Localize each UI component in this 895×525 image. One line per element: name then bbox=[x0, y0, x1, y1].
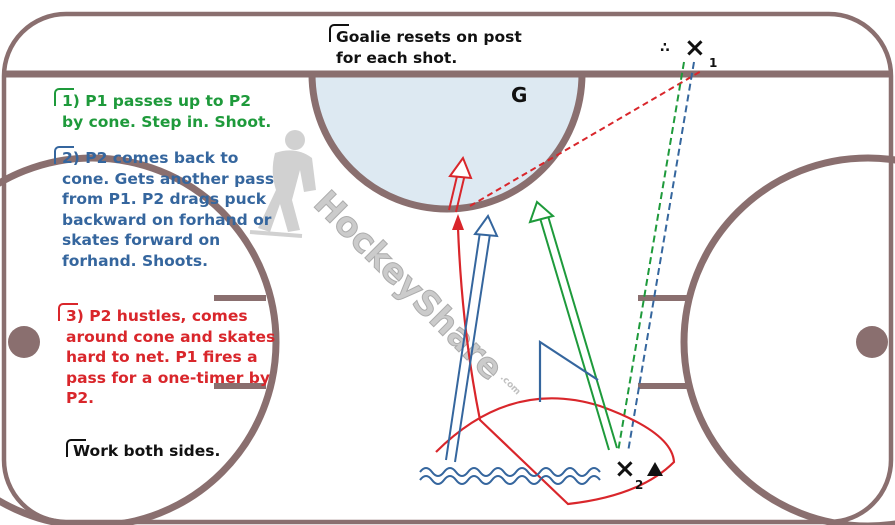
skating-path-red bbox=[435, 227, 676, 506]
note-bracket bbox=[54, 146, 74, 164]
puck-drag-line bbox=[419, 467, 601, 477]
step3-line: hard to net. P1 fires a bbox=[66, 348, 258, 366]
skating-path-blue bbox=[538, 339, 599, 402]
player1-marker: × bbox=[684, 33, 706, 63]
player1-label: 1 bbox=[709, 56, 717, 70]
step3-line: pass for a one-timer by bbox=[66, 368, 270, 387]
goalie-note-line: Goalie resets on post bbox=[336, 28, 522, 46]
left-faceoff-circle bbox=[0, 154, 280, 525]
rink-boards bbox=[1, 11, 894, 525]
step2-line: forhand. Shoots. bbox=[62, 251, 208, 270]
shot-arrow-green bbox=[528, 200, 618, 451]
puck-pile-icon: ∴ bbox=[660, 40, 670, 56]
step3-line: 3) P2 hustles, comes bbox=[66, 307, 248, 325]
step2-line: backward on forhand or bbox=[62, 210, 272, 229]
note-bracket bbox=[329, 24, 349, 42]
skater-silhouette-icon bbox=[249, 130, 316, 238]
note-bracket bbox=[54, 88, 74, 106]
goalie-note-line: for each shot. bbox=[336, 48, 458, 67]
step3-line: around cone and skates bbox=[66, 327, 276, 346]
cone-icon bbox=[647, 462, 663, 476]
step2-line: cone. Gets another pass bbox=[62, 169, 275, 188]
shot-arrow-red bbox=[448, 155, 473, 213]
note-bracket bbox=[58, 303, 78, 321]
goalie-label: G bbox=[511, 83, 527, 107]
goalie-note: Goalie resets on post for each shot. bbox=[336, 27, 522, 68]
player2-marker: × bbox=[614, 454, 636, 484]
step1-line: 1) P1 passes up to P2 bbox=[62, 92, 252, 110]
step1-note: 1) P1 passes up to P2 by cone. Step in. … bbox=[62, 91, 271, 132]
sides-line: Work both sides. bbox=[73, 442, 221, 460]
red-arrowhead bbox=[452, 214, 464, 230]
sides-note: Work both sides. bbox=[73, 441, 220, 462]
step3-note: 3) P2 hustles, comes around cone and ska… bbox=[66, 306, 275, 409]
step2-line: skates forward on bbox=[62, 231, 221, 249]
step3-line: P2. bbox=[66, 389, 95, 407]
puck-drag-line bbox=[419, 475, 601, 485]
shot-arrow-blue bbox=[445, 214, 499, 463]
left-faceoff-dot bbox=[8, 326, 40, 358]
goal-crease bbox=[308, 70, 586, 213]
step1-line: by cone. Step in. Shoot. bbox=[62, 112, 272, 131]
pass-line-p1-to-net bbox=[469, 69, 704, 207]
note-bracket bbox=[66, 439, 86, 457]
player2-label: 2 bbox=[635, 478, 643, 492]
right-faceoff-circle bbox=[680, 154, 895, 525]
step2-note: 2) P2 comes back to cone. Gets another p… bbox=[62, 148, 274, 271]
step2-line: from P1. P2 drags puck bbox=[62, 190, 267, 208]
right-faceoff-dot bbox=[856, 326, 888, 358]
step2-line: 2) P2 comes back to bbox=[62, 149, 239, 167]
